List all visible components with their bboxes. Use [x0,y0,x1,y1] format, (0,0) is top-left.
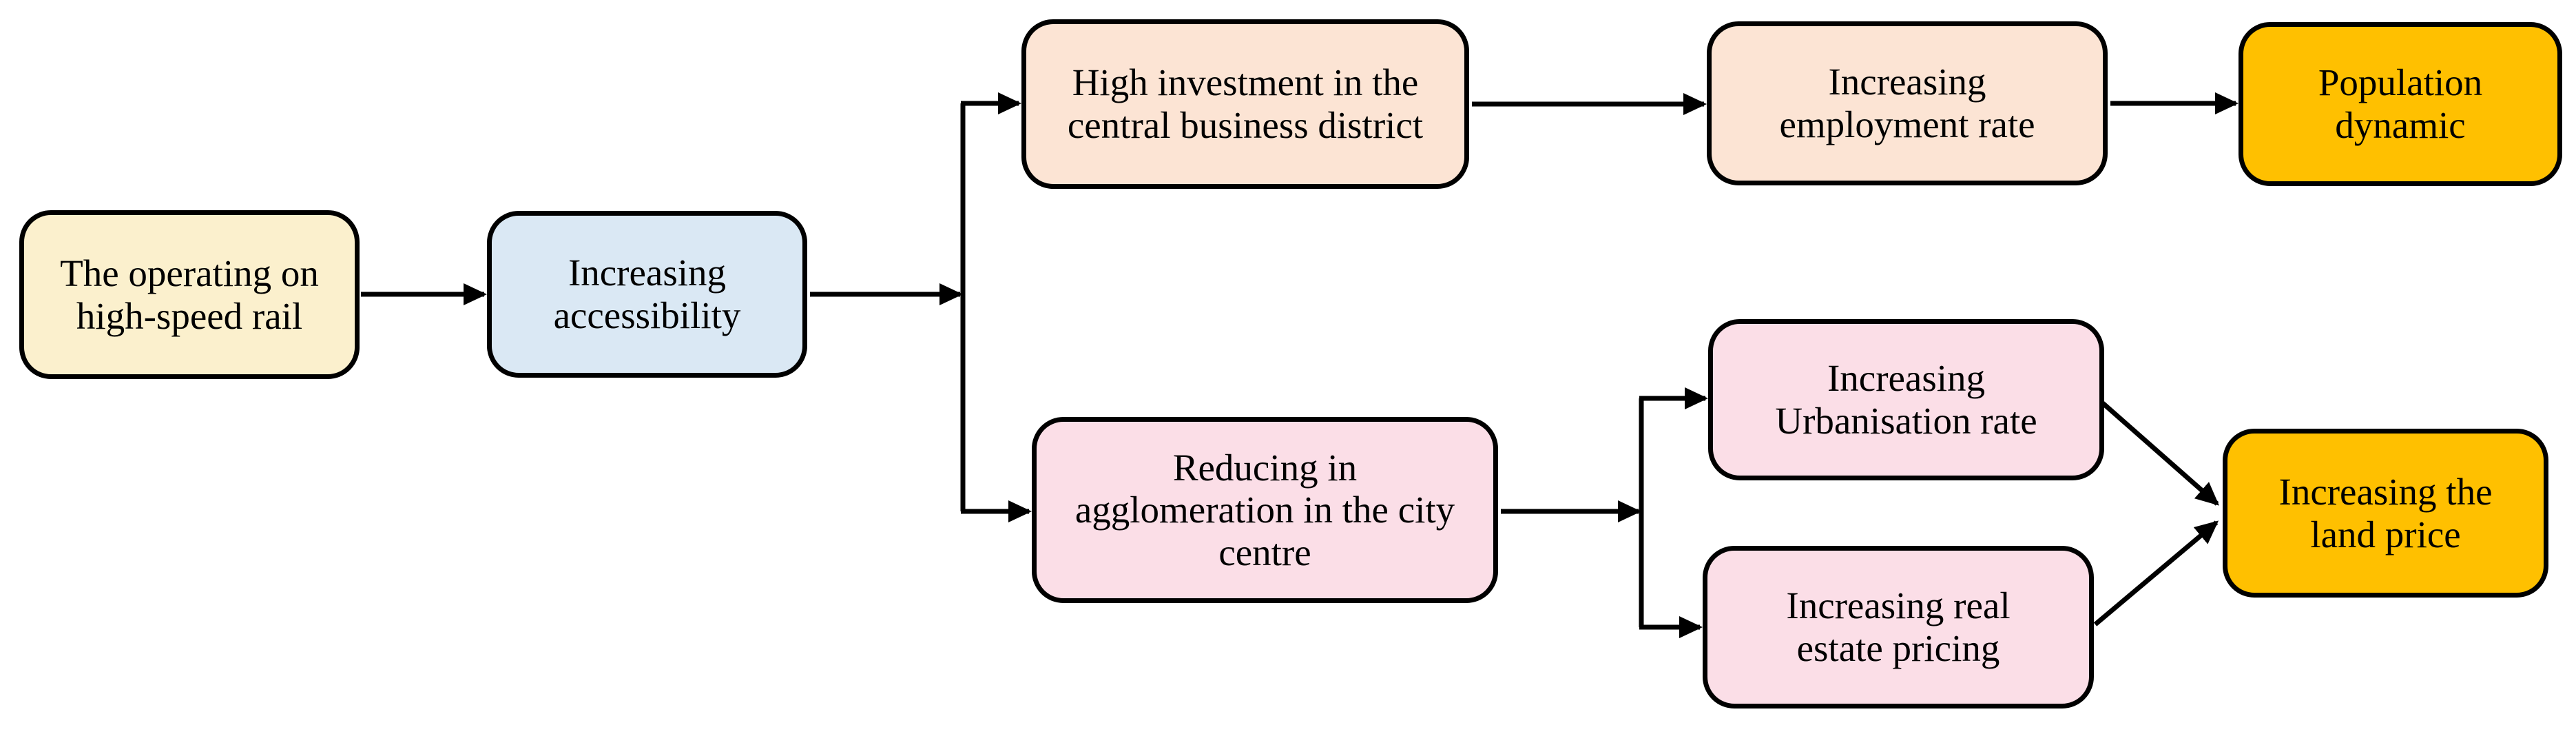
node-increasing-land-price: Increasing the land price [2223,429,2548,598]
edge-estate-land [2093,520,2219,626]
node-operating-high-speed-rail: The operating on high-speed rail [19,210,360,379]
node-high-investment-cbd: High investment in the central business … [1021,19,1469,189]
node-increasing-accessibility: Increasing accessibility [487,211,807,378]
node-reducing-agglomeration-city-centre: Reducing in agglomeration in the city ce… [1032,417,1498,603]
node-population-dynamic: Population dynamic [2239,22,2562,186]
node-increasing-real-estate-pricing: Increasing real estate pricing [1703,546,2094,708]
edge-urban-land [2101,401,2220,506]
node-increasing-urbanisation-rate: Increasing Urbanisation rate [1708,319,2104,480]
node-increasing-employment-rate: Increasing employment rate [1707,21,2108,185]
